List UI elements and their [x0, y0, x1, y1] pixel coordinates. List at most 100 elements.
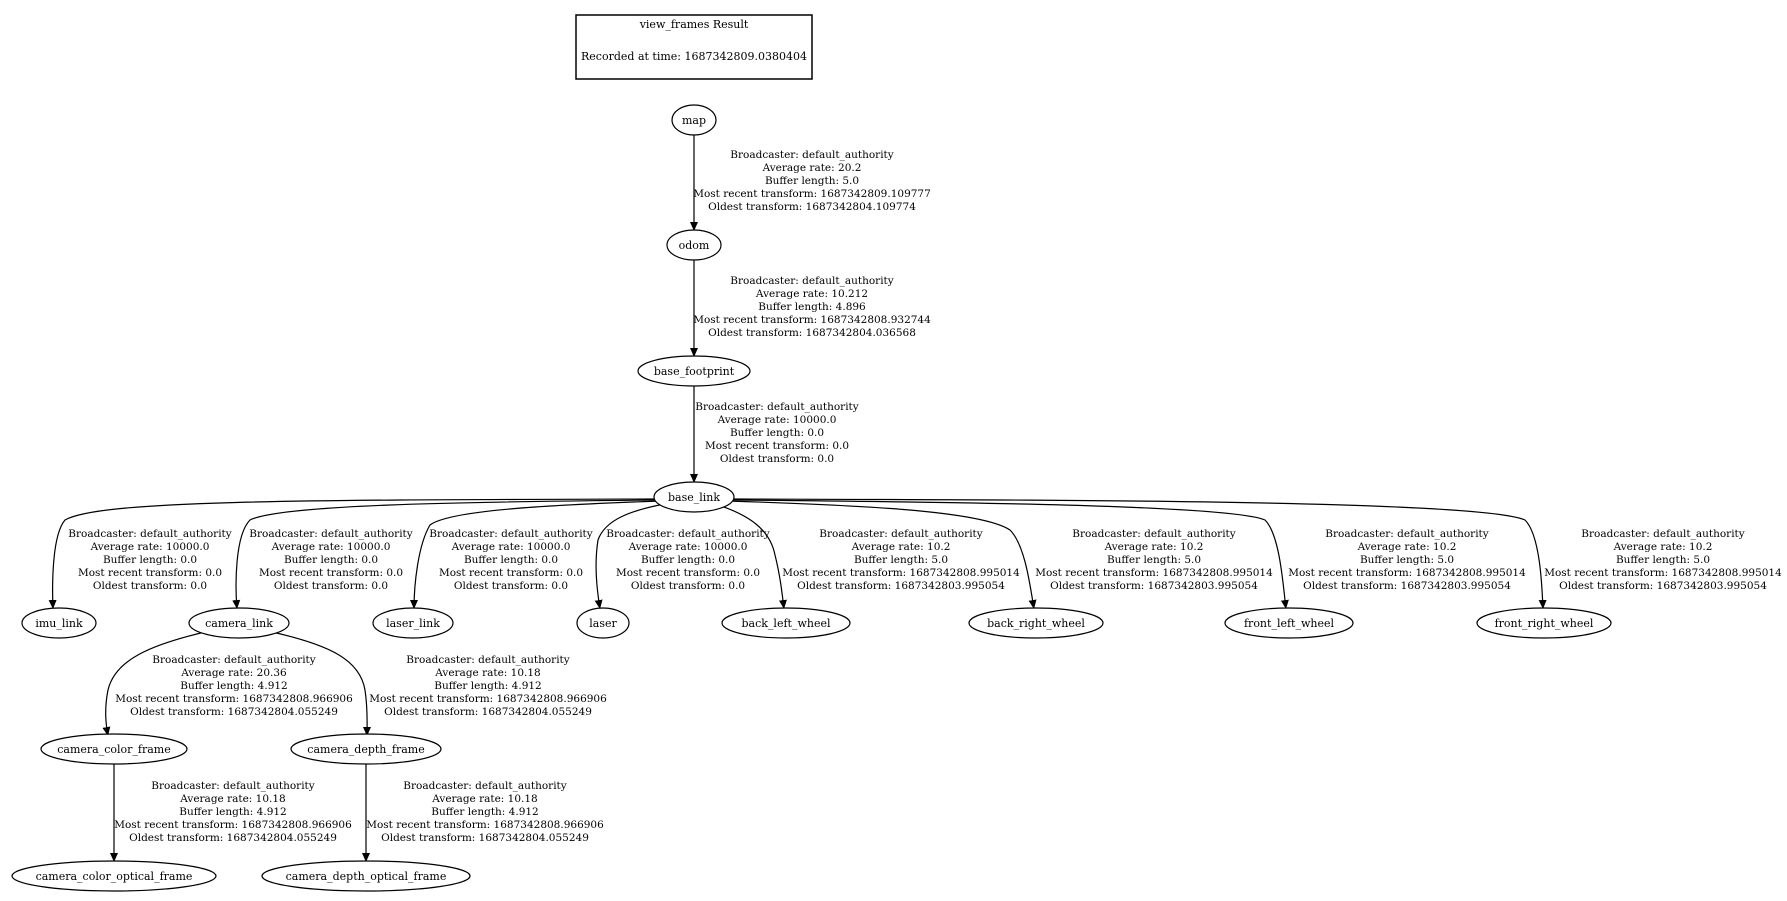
edge-label-rate: Average rate: 10.18 — [431, 793, 538, 805]
edge-label-oldest: Oldest transform: 0.0 — [274, 580, 388, 592]
edge-label-rate: Average rate: 10.18 — [179, 793, 286, 805]
edge-label-buffer: Buffer length: 0.0 — [641, 554, 735, 566]
edge-label-rate: Average rate: 10.18 — [434, 667, 541, 679]
node-laser: laser — [576, 607, 630, 639]
edge-label-base-link-front-right-wheel: Broadcaster: default_authority Average r… — [1544, 528, 1782, 592]
edge-label-recent: Most recent transform: 0.0 — [78, 567, 222, 579]
edge-label-oldest: Oldest transform: 1687342803.995054 — [1559, 580, 1767, 592]
edge-base-link-laser-link — [410, 500, 661, 610]
header-recorded-time: Recorded at time: 1687342809.0380404 — [581, 50, 807, 63]
node-label: laser — [589, 617, 617, 630]
result-header: view_frames Result Recorded at time: 168… — [575, 14, 813, 80]
edge-label-oldest: Oldest transform: 0.0 — [93, 580, 207, 592]
node-camera-color-frame: camera_color_frame — [40, 733, 188, 765]
edge-label-rate: Average rate: 10000.0 — [451, 541, 571, 553]
edge-label-buffer: Buffer length: 0.0 — [284, 554, 378, 566]
node-label: back_left_wheel — [742, 617, 831, 630]
node-imu-link: imu_link — [21, 607, 97, 639]
edge-base-link-imu-link — [48, 498, 656, 610]
edge-label-rate: Average rate: 10.2 — [1613, 541, 1713, 553]
edge-label-buffer: Buffer length: 4.896 — [758, 301, 866, 313]
edge-label-broadcaster: Broadcaster: default_authority — [1072, 528, 1235, 540]
edge-label-base-footprint-base-link: Broadcaster: default_authority Average r… — [695, 401, 858, 465]
edge-base-link-laser — [594, 502, 671, 610]
node-camera-link: camera_link — [188, 607, 290, 639]
header-title: view_frames Result — [639, 18, 749, 31]
edge-label-broadcaster: Broadcaster: default_authority — [429, 528, 592, 540]
edge-label-oldest: Oldest transform: 1687342803.995054 — [797, 580, 1005, 592]
edge-label-base-link-back-right-wheel: Broadcaster: default_authority Average r… — [1035, 528, 1273, 592]
node-label: imu_link — [35, 617, 83, 630]
node-label: back_right_wheel — [987, 617, 1085, 630]
edge-label-oldest: Oldest transform: 1687342804.055249 — [381, 832, 589, 844]
edge-label-buffer: Buffer length: 4.912 — [434, 680, 541, 692]
node-front-left-wheel: front_left_wheel — [1224, 607, 1354, 639]
edge-label-recent: Most recent transform: 1687342808.995014 — [1544, 567, 1782, 579]
edge-label-broadcaster: Broadcaster: default_authority — [249, 528, 412, 540]
node-laser-link: laser_link — [372, 607, 454, 639]
edge-label-rate: Average rate: 10.212 — [755, 288, 868, 300]
edge-label-oldest: Oldest transform: 1687342804.055249 — [129, 832, 337, 844]
edge-label-buffer: Buffer length: 5.0 — [1616, 554, 1710, 566]
edge-label-rate: Average rate: 10000.0 — [717, 414, 837, 426]
edge-label-recent: Most recent transform: 1687342808.966906 — [115, 693, 353, 705]
edge-label-oldest: Oldest transform: 1687342804.055249 — [384, 706, 592, 718]
edge-label-rate: Average rate: 20.2 — [762, 162, 862, 174]
edge-label-buffer: Buffer length: 5.0 — [1107, 554, 1201, 566]
node-label: map — [682, 114, 706, 127]
edge-label-base-link-laser-link: Broadcaster: default_authority Average r… — [429, 528, 592, 592]
edge-label-base-link-imu-link: Broadcaster: default_authority Average r… — [68, 528, 231, 592]
edge-label-recent: Most recent transform: 0.0 — [439, 567, 583, 579]
edge-label-rate: Average rate: 10.2 — [1357, 541, 1457, 553]
edge-label-base-link-camera-link: Broadcaster: default_authority Average r… — [249, 528, 412, 592]
edge-label-buffer: Buffer length: 5.0 — [765, 175, 859, 187]
edge-base-link-front-left-wheel — [731, 499, 1289, 610]
edge-label-oldest: Oldest transform: 1687342803.995054 — [1303, 580, 1511, 592]
edge-label-recent: Most recent transform: 1687342808.966906 — [114, 819, 352, 831]
edge-label-recent: Most recent transform: 0.0 — [616, 567, 760, 579]
node-back-left-wheel: back_left_wheel — [721, 607, 851, 639]
node-label: base_link — [668, 491, 720, 504]
edge-label-recent: Most recent transform: 1687342808.966906 — [369, 693, 607, 705]
edge-label-camera-link-camera-color-frame: Broadcaster: default_authority Average r… — [115, 654, 353, 718]
node-label: front_right_wheel — [1495, 617, 1594, 630]
edge-label-recent: Most recent transform: 0.0 — [259, 567, 403, 579]
node-label: camera_color_frame — [57, 743, 171, 756]
edge-label-rate: Average rate: 10.2 — [851, 541, 951, 553]
edge-base-link-camera-link — [232, 499, 657, 610]
edge-label-recent: Most recent transform: 1687342808.995014 — [1288, 567, 1526, 579]
edge-camera-link-camera-depth-frame — [271, 631, 372, 737]
edge-label-buffer: Buffer length: 4.912 — [180, 680, 287, 692]
node-label: laser_link — [386, 617, 440, 630]
edge-label-base-link-laser: Broadcaster: default_authority Average r… — [606, 528, 769, 592]
edge-label-rate: Average rate: 20.36 — [180, 667, 287, 679]
edge-label-oldest: Oldest transform: 0.0 — [454, 580, 568, 592]
edge-label-camera-color-frame-optical: Broadcaster: default_authority Average r… — [114, 780, 352, 844]
edge-label-recent: Most recent transform: 1687342808.995014 — [1035, 567, 1273, 579]
edge-label-camera-link-camera-depth-frame: Broadcaster: default_authority Average r… — [369, 654, 607, 718]
node-odom: odom — [666, 229, 722, 261]
edge-label-oldest: Oldest transform: 1687342804.055249 — [130, 706, 338, 718]
edge-label-rate: Average rate: 10000.0 — [271, 541, 391, 553]
edge-label-buffer: Buffer length: 4.912 — [431, 806, 538, 818]
edge-label-buffer: Buffer length: 4.912 — [179, 806, 286, 818]
edge-label-base-link-front-left-wheel: Broadcaster: default_authority Average r… — [1288, 528, 1526, 592]
node-label: front_left_wheel — [1244, 617, 1334, 630]
node-label: camera_link — [205, 617, 273, 630]
edge-label-buffer: Buffer length: 5.0 — [854, 554, 948, 566]
edge-label-broadcaster: Broadcaster: default_authority — [695, 401, 858, 413]
node-camera-color-optical-frame: camera_color_optical_frame — [11, 860, 217, 892]
edge-label-broadcaster: Broadcaster: default_authority — [1581, 528, 1744, 540]
node-label: camera_depth_frame — [307, 743, 424, 756]
edge-label-broadcaster: Broadcaster: default_authority — [406, 654, 569, 666]
node-camera-depth-optical-frame: camera_depth_optical_frame — [261, 860, 471, 892]
edge-label-recent: Most recent transform: 1687342808.966906 — [366, 819, 604, 831]
edge-label-broadcaster: Broadcaster: default_authority — [151, 780, 314, 792]
node-camera-depth-frame: camera_depth_frame — [290, 733, 442, 765]
edge-label-broadcaster: Broadcaster: default_authority — [403, 780, 566, 792]
edge-label-buffer: Buffer length: 5.0 — [1360, 554, 1454, 566]
node-label: camera_color_optical_frame — [36, 870, 193, 883]
edge-label-broadcaster: Broadcaster: default_authority — [1325, 528, 1488, 540]
node-label: camera_depth_optical_frame — [286, 870, 447, 883]
